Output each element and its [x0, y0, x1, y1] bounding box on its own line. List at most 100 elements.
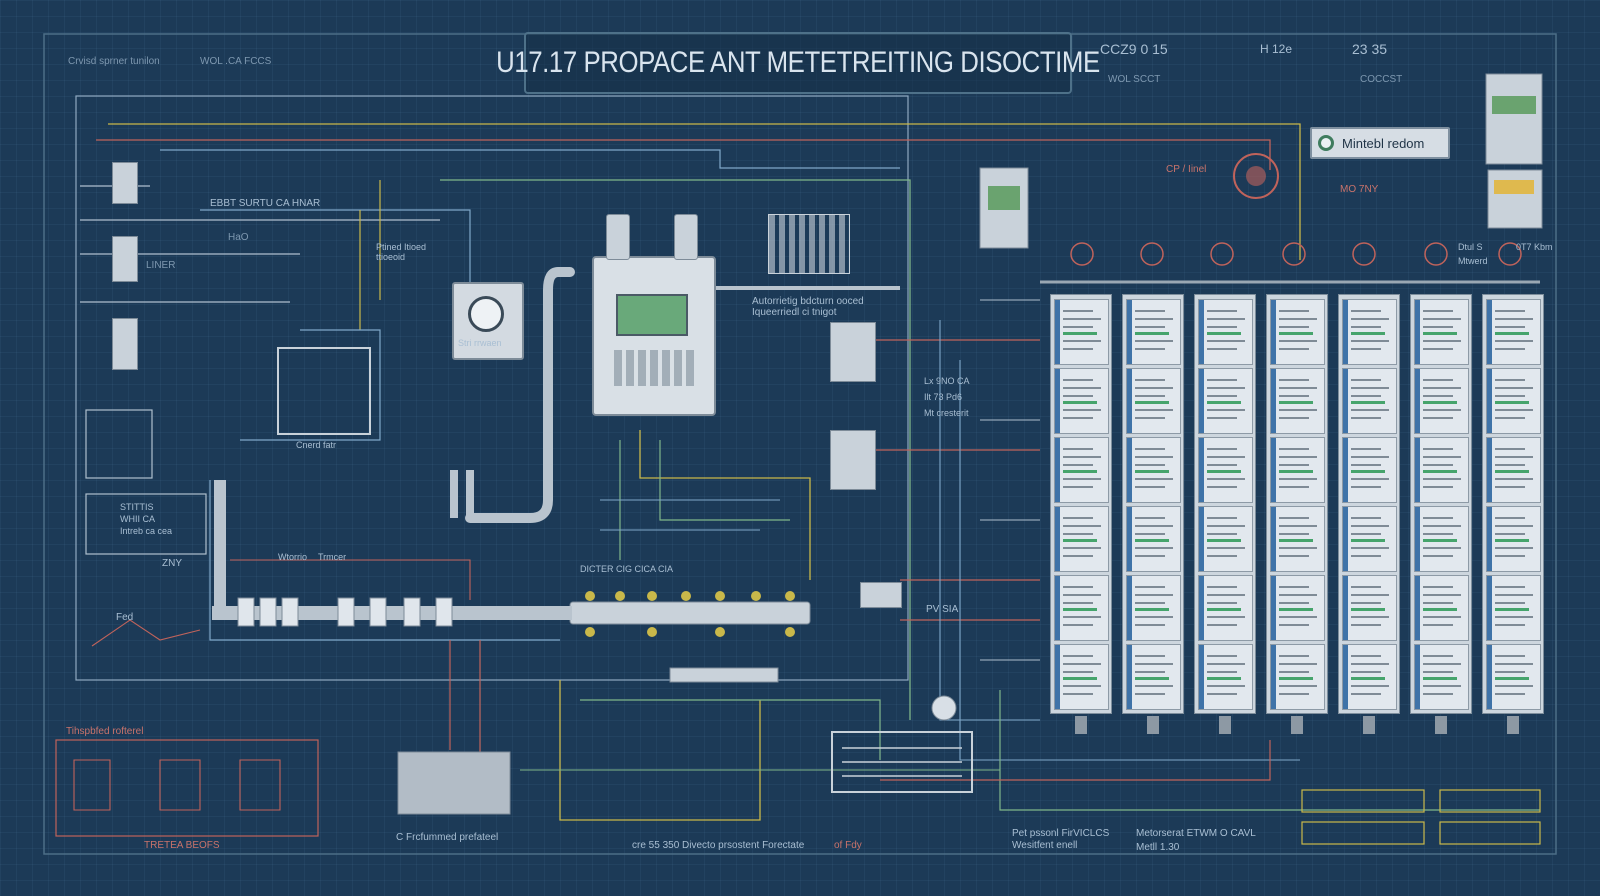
module-accent-bar [1415, 507, 1420, 571]
module-accent-bar [1055, 645, 1060, 709]
wire-red-lower-2 [230, 559, 471, 600]
cabinet-column[interactable] [1122, 294, 1184, 714]
module-line [1063, 555, 1093, 557]
cabinet-module[interactable] [1126, 299, 1181, 365]
module-line [1495, 555, 1525, 557]
pressure-switch[interactable] [860, 582, 902, 608]
status-indicator[interactable]: Mintebl redom [1310, 127, 1450, 159]
cabinet-module[interactable] [1414, 575, 1469, 641]
cabinet-module[interactable] [1486, 437, 1541, 503]
module-status-led [1207, 539, 1241, 542]
module-line [1135, 685, 1173, 687]
module-line [1063, 464, 1093, 466]
cabinet-module[interactable] [1270, 506, 1325, 572]
cabinet-module[interactable] [1414, 299, 1469, 365]
cabinet-column[interactable] [1482, 294, 1544, 714]
module-line [1495, 348, 1525, 350]
module-line [1279, 594, 1317, 596]
cabinet-module[interactable] [1270, 299, 1325, 365]
cabinet-module[interactable] [1126, 368, 1181, 434]
module-line [1351, 517, 1381, 519]
module-status-led [1495, 470, 1529, 473]
cabinet-module[interactable] [1198, 644, 1253, 710]
cabinet-module[interactable] [1486, 644, 1541, 710]
cabinet-module[interactable] [1126, 575, 1181, 641]
cabinet-module[interactable] [1198, 299, 1253, 365]
cabinet-module[interactable] [1054, 368, 1109, 434]
cabinet-module[interactable] [1270, 644, 1325, 710]
cabinet-module[interactable] [1414, 437, 1469, 503]
cabinet-module[interactable] [1270, 368, 1325, 434]
fined-label: Ptined Itioed [376, 242, 427, 252]
cabinet-column[interactable] [1410, 294, 1472, 714]
bottom-right-label-a2: Wesitfent enell [1012, 840, 1078, 851]
module-line [1351, 456, 1389, 458]
cabinet-module[interactable] [1054, 644, 1109, 710]
module-status-led [1351, 470, 1385, 473]
module-line [1351, 602, 1381, 604]
module-line [1279, 693, 1309, 695]
cabinet-module[interactable] [1414, 506, 1469, 572]
cabinet-module[interactable] [1126, 506, 1181, 572]
cabinet-column[interactable] [1050, 294, 1112, 714]
cabinet-module[interactable] [1342, 299, 1397, 365]
module-line [1207, 655, 1237, 657]
cabinet-column[interactable] [1338, 294, 1400, 714]
left-device[interactable] [112, 318, 138, 370]
auto-label: Autorrietig bdcturn ooced [752, 296, 864, 307]
main-meter[interactable] [592, 256, 716, 416]
module-line [1423, 624, 1453, 626]
cabinet-column[interactable] [1194, 294, 1256, 714]
top-right-value-c: 23 35 [1352, 41, 1388, 57]
cabinet-module[interactable] [1342, 368, 1397, 434]
wire-red-right [870, 339, 1040, 621]
module-line [1351, 594, 1389, 596]
module-line [1351, 624, 1381, 626]
cabinet-module[interactable] [1126, 644, 1181, 710]
module-accent-bar [1487, 645, 1492, 709]
module-line [1135, 456, 1173, 458]
cp-label: CP / Iinel [1166, 164, 1207, 175]
cabinet-module[interactable] [1486, 575, 1541, 641]
cabinet-module[interactable] [1342, 506, 1397, 572]
cabinet-module[interactable] [1054, 299, 1109, 365]
left-device[interactable] [112, 162, 138, 204]
sensor-module[interactable] [830, 322, 876, 382]
cabinet-module[interactable] [1414, 368, 1469, 434]
cabinet-module[interactable] [1414, 644, 1469, 710]
indicator-row-4 [1439, 821, 1541, 845]
cabinet-module[interactable] [1342, 644, 1397, 710]
cabinet-module[interactable] [1198, 368, 1253, 434]
module-line [1135, 409, 1173, 411]
breaker-panel[interactable] [768, 214, 850, 274]
fined-label-2: ttioeoid [376, 252, 406, 262]
timer-gauge[interactable] [452, 282, 524, 360]
cabinet-module[interactable] [1342, 437, 1397, 503]
module-line [1423, 340, 1461, 342]
cabinet-module[interactable] [1054, 506, 1109, 572]
left-device[interactable] [112, 236, 138, 282]
cabinet-valves [1070, 242, 1522, 266]
cabinet-module[interactable] [1054, 437, 1109, 503]
sensor-module[interactable] [830, 430, 876, 490]
module-line [1423, 547, 1461, 549]
cabinet-column[interactable] [1266, 294, 1328, 714]
module-line [1063, 586, 1093, 588]
cabinet-module[interactable] [1270, 575, 1325, 641]
module-line [1207, 409, 1245, 411]
module-line [1135, 624, 1165, 626]
cabinet-module[interactable] [1126, 437, 1181, 503]
module-line [1207, 693, 1237, 695]
cabinet-module[interactable] [1486, 506, 1541, 572]
cabinet-module[interactable] [1270, 437, 1325, 503]
module-line [1423, 409, 1461, 411]
cabinet-module[interactable] [1198, 437, 1253, 503]
cabinet-module[interactable] [1486, 368, 1541, 434]
module-line [1207, 602, 1237, 604]
cabinet-module[interactable] [1486, 299, 1541, 365]
cabinet-module[interactable] [1342, 575, 1397, 641]
cabinet-module[interactable] [1198, 506, 1253, 572]
cabinet-module[interactable] [1198, 575, 1253, 641]
cabinet-module[interactable] [1054, 575, 1109, 641]
module-line [1351, 340, 1389, 342]
